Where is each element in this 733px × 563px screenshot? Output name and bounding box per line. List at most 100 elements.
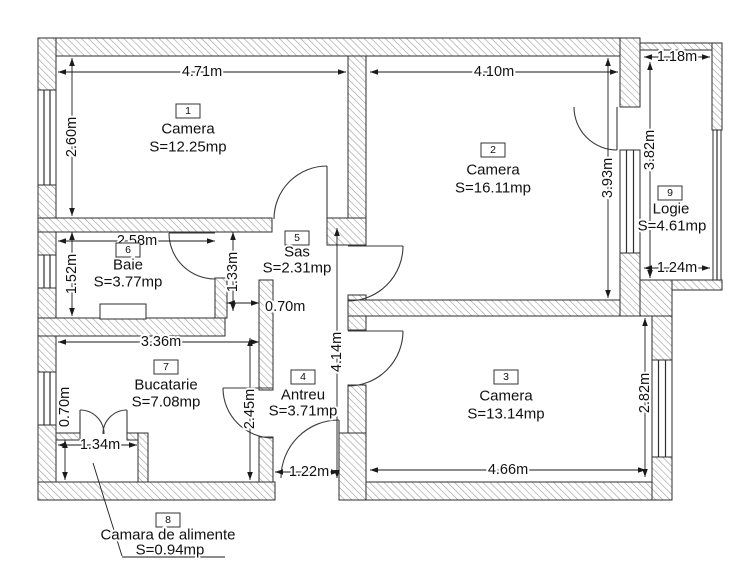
room-label-camera1: 1 Camera S=12.25mp [147,103,229,158]
room-label-logie: 9 Logie S=4.61mp [636,185,708,237]
walls [37,37,723,501]
duct-shaft [99,303,147,320]
door-logie [573,106,618,151]
dim-logie-top-width: 1.18m [657,49,697,65]
dim-camara-height: 0.70m [57,387,73,427]
room-camera1-area: S=12.25mp [149,139,226,156]
window [651,359,673,458]
dim-entrance-width: 1.22m [289,464,329,480]
room-sas-name: Sas [284,244,310,261]
door-camera2 [347,245,404,302]
room-number-badge [153,359,179,375]
leader-line [92,462,123,557]
wall-segment [338,481,673,501]
window [37,371,57,426]
room-sas-area: S=2.31mp [263,260,332,277]
room-logie-number: 9 [667,187,673,199]
room-number-badge [155,512,181,528]
wall-segment [338,432,367,501]
room-logie-area: S=4.61mp [638,218,707,235]
wall-segment [347,55,367,219]
room-baie-area: S=3.77mp [94,274,163,291]
wall-segment [55,432,81,441]
wall-segment [711,42,723,131]
dim-sas-opening-width: 0.70m [265,299,305,315]
dim-camera2-width: 4.10m [474,64,514,80]
room-antreu-area: S=3.71mp [269,403,338,420]
window [37,89,57,186]
dim-antreu-height: 4.14m [329,332,345,372]
door-camara-double [79,409,128,435]
wall-segment [651,315,673,361]
door-baie [168,232,216,280]
dim-sas-wall-height: 1.33m [225,252,241,292]
room-camera3-name: Camera [479,388,533,405]
room-label-antreu: 4 Antreu S=3.71mp [267,369,339,422]
room-labels: 1 Camera S=12.25mp 2 Camera S=16.11mp 3 … [92,103,708,561]
room-camera2-number: 2 [490,144,496,156]
wall-segment [619,37,641,108]
room-number-badge [480,142,506,158]
room-camara-name: Camara de alimente [100,527,235,544]
room-label-sas: 5 Sas S=2.31mp [261,230,333,279]
room-antreu-name: Antreu [281,387,325,404]
wall-segment [619,252,641,317]
room-camera1-number: 1 [185,105,191,117]
dimension-labels: 4.71m 2.60m 4.10m 3.93m 1.18m 3.82m 1.24… [55,47,699,482]
wall-segment [37,481,276,501]
door-camera3 [347,330,404,387]
room-camera1-name: Camera [161,121,215,138]
dimension-lines [58,54,710,480]
wall-segment [37,317,226,337]
room-bucatarie-number: 7 [163,361,169,373]
room-number-badge [175,103,201,119]
wall-segment [651,456,673,501]
room-bucatarie-name: Bucatarie [134,377,197,394]
room-label-camera3: 3 Camera S=13.14mp [465,369,547,425]
room-baie-number: 6 [125,244,131,256]
wall-segment [37,37,57,91]
dim-logie-height: 3.82m [642,130,658,170]
wall-segment [326,217,367,246]
room-camera3-area: S=13.14mp [467,406,544,423]
room-number-badge [284,230,310,246]
dim-camara-width: 1.34m [80,437,120,453]
wall-segment [37,217,273,233]
wall-segment [347,384,367,434]
room-bucatarie-area: S=7.08mp [132,394,201,411]
room-number-badge [493,369,519,385]
dim-bucatarie-width: 3.36m [141,334,181,350]
window [619,149,641,254]
door-camera1 [273,165,328,220]
room-number-badge [115,242,141,258]
wall-segment [258,279,274,391]
dim-camera1-width: 4.71m [182,64,222,80]
dim-bucatarie-height: 2.45m [242,389,258,429]
window [37,254,57,289]
wall-segment [137,432,149,483]
room-camara-number: 8 [165,514,171,526]
room-label-bucatarie: 7 Bucatarie S=7.08mp [130,359,202,413]
room-number-badge [290,369,316,385]
wall-segment [37,37,641,57]
room-label-baie: 6 Baie S=3.77mp [92,242,164,293]
room-camera3-number: 3 [503,371,509,383]
dim-camera1-height: 2.60m [64,117,80,157]
wall-segment [639,279,673,317]
window [712,129,722,281]
dim-camera2-height: 3.93m [600,158,616,198]
windows [37,89,722,458]
room-camara-area: S=0.94mp [136,542,205,559]
room-camera2-area: S=16.11mp [455,180,531,197]
wall-segment [258,436,274,483]
dim-camera3-height: 2.82m [637,373,653,413]
doors [79,106,618,479]
dim-logie-bottom-width: 1.24m [657,260,697,276]
room-number-badge [657,185,683,201]
dim-camera3-width: 4.66m [488,462,528,478]
room-baie-name: Baie [113,257,143,274]
room-logie-name: Logie [653,201,690,218]
room-label-camera2: 2 Camera S=16.11mp [453,142,533,199]
